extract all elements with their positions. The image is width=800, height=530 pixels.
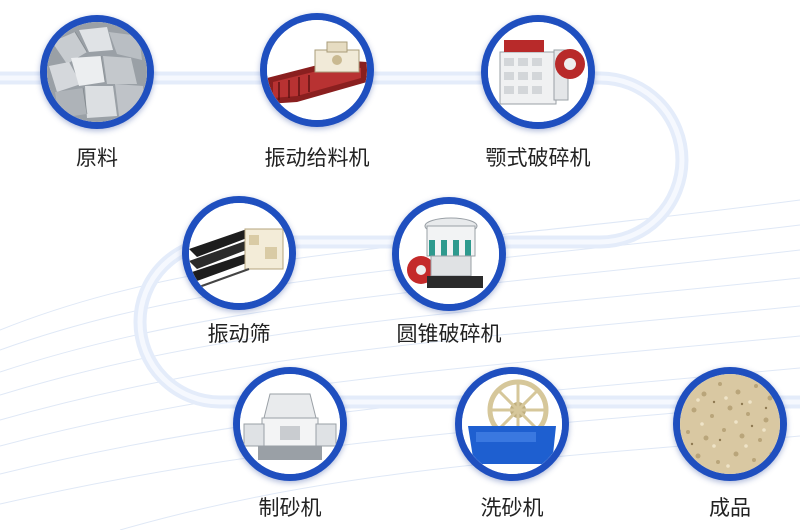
- vibrating-feeder-icon: [267, 20, 367, 120]
- step-vibrating-feeder: [260, 13, 374, 127]
- step-label: 颚式破碎机: [485, 146, 591, 170]
- step-sand-washer: [455, 367, 569, 481]
- step-label: 洗砂机: [480, 496, 544, 520]
- finished-sand-icon: [680, 374, 780, 474]
- background-wave-lines: [0, 199, 800, 530]
- step-label: 圆锥破碎机: [396, 322, 502, 346]
- step-jaw-crusher: [481, 15, 595, 129]
- vibrating-screen-icon: [189, 203, 289, 303]
- jaw-crusher-icon: [488, 22, 588, 122]
- step-vibrating-screen: [182, 196, 296, 310]
- raw-stone-icon: [47, 22, 147, 122]
- step-label: 振动筛: [207, 322, 271, 346]
- step-finished-product: [673, 367, 787, 481]
- sand-making-machine-icon: [240, 374, 340, 474]
- step-label: 原料: [76, 146, 118, 170]
- step-label: 成品: [709, 496, 751, 520]
- step-raw-material: [40, 15, 154, 129]
- step-label: 制砂机: [258, 496, 322, 520]
- step-cone-crusher: [392, 197, 506, 311]
- sand-washer-icon: [462, 374, 562, 474]
- step-sand-making-machine: [233, 367, 347, 481]
- step-label: 振动给料机: [264, 146, 370, 170]
- cone-crusher-icon: [399, 204, 499, 304]
